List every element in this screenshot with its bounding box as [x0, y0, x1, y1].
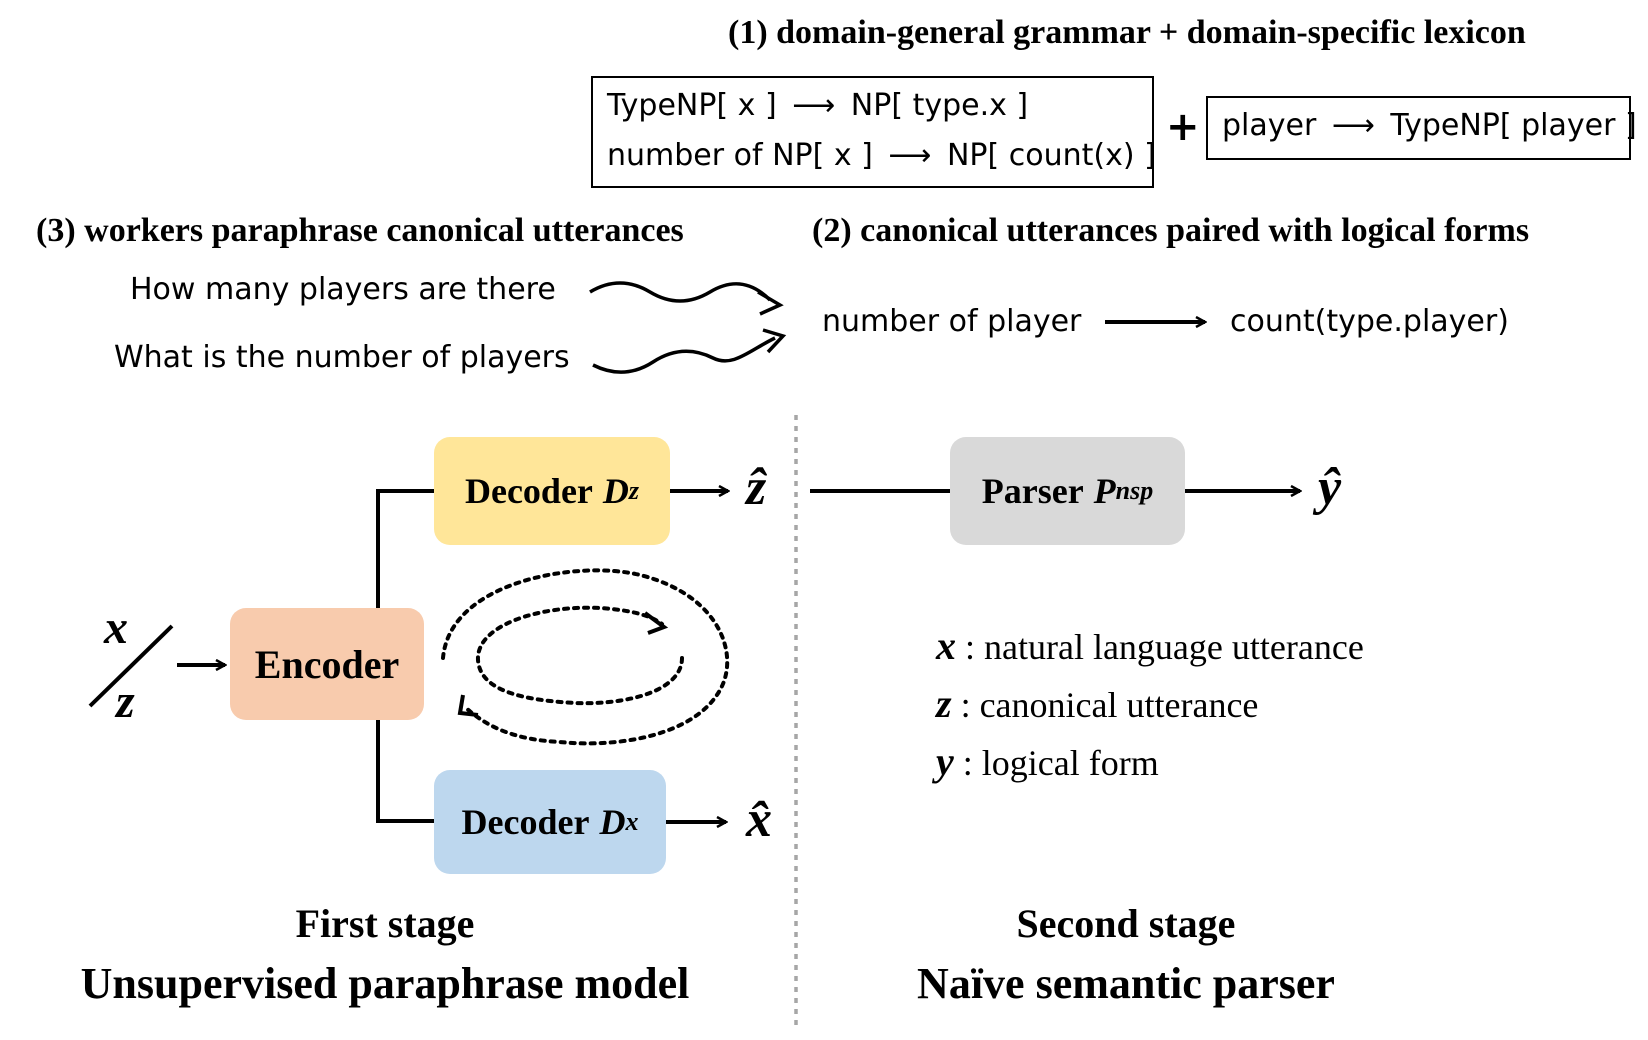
decoder-z-label: Decoder	[464, 471, 593, 511]
output-z-hat: ẑ	[746, 459, 767, 516]
step1-heading: (1) domain-general grammar + domain-spec…	[728, 14, 1526, 51]
paraphrase-1: How many players are there	[130, 272, 556, 307]
input-slash	[88, 624, 174, 708]
paraphrase-wave-arrow-1	[589, 281, 772, 303]
input-x-symbol: x	[104, 601, 128, 654]
legend-symbol-y: y	[936, 739, 954, 784]
paraphrase-2: What is the number of players	[114, 340, 570, 375]
encoder-to-decoder-x-line	[376, 720, 434, 823]
first-stage-title: First stage	[295, 901, 475, 946]
logical-form: count(type.player)	[1230, 304, 1509, 339]
paraphrase-wave-arrow-1-head	[757, 290, 784, 316]
lexicon-rule-box: player ⟶ TypeNP[ player ]	[1206, 96, 1637, 160]
paraphrase-wave-arrow-2	[592, 336, 776, 374]
encoder-box: Encoder	[230, 608, 424, 720]
legend-symbol-z: z	[936, 681, 952, 726]
decoder-z-sub: z	[628, 476, 640, 505]
grammar-rule-2-lhs: number of NP[ x ]	[607, 138, 873, 173]
lexicon-rule: player ⟶ TypeNP[ player ]	[1222, 108, 1637, 143]
cycle-outer-dotted-arrow	[441, 568, 730, 746]
grammar-rule-1-lhs: TypeNP[ x ]	[607, 88, 777, 123]
legend-item-z: z : canonical utterance	[936, 680, 1258, 727]
lexicon-rule-rhs: TypeNP[ player ]	[1390, 108, 1637, 143]
step2-heading: (2) canonical utterances paired with log…	[812, 212, 1530, 249]
cycle-inner-arrowhead	[643, 611, 669, 635]
second-stage-title: Second stage	[1016, 901, 1236, 946]
decoder-x-var: D	[599, 802, 626, 842]
output-x-hat: x̂	[746, 791, 772, 848]
canonical-utterance: number of player	[822, 304, 1082, 339]
grammar-rule-1-rhs: NP[ type.x ]	[850, 88, 1029, 123]
legend-item-y: y : logical form	[936, 738, 1159, 785]
rule-arrow-icon: ⟶	[888, 138, 932, 173]
rule-arrow-icon: ⟶	[792, 88, 836, 123]
plus-sign: +	[1166, 104, 1200, 150]
parser-sub: nsp	[1115, 476, 1154, 505]
encoder-to-decoder-z-line	[376, 489, 434, 608]
legend-item-x: x : natural language utterance	[936, 622, 1364, 669]
encoder-label: Encoder	[254, 641, 400, 687]
decoder-x-sub: x	[625, 807, 639, 836]
grammar-rule-2: number of NP[ x ] ⟶ NP[ count(x) ]	[607, 138, 1156, 173]
paraphrase-wave-arrow-2-head	[762, 328, 787, 354]
decoder-x-label: Decoder	[461, 802, 590, 842]
rule-arrow-icon: ⟶	[1331, 108, 1375, 143]
cycle-outer-arrowhead	[457, 694, 479, 717]
parser-label: Parser	[981, 471, 1084, 511]
cycle-inner-dotted-arrow	[475, 605, 684, 706]
grammar-rule-1: TypeNP[ x ] ⟶ NP[ type.x ]	[607, 88, 1028, 123]
step3-heading: (3) workers paraphrase canonical utteran…	[36, 212, 684, 249]
lexicon-rule-lhs: player	[1222, 108, 1317, 143]
parser-var: P	[1093, 471, 1116, 511]
second-stage-subtitle: Naïve semantic parser	[917, 959, 1335, 1008]
legend-text-z: : canonical utterance	[960, 685, 1259, 725]
grammar-rules-box: TypeNP[ x ] ⟶ NP[ type.x ] number of NP[…	[591, 76, 1156, 188]
decoder-z-var: D	[602, 471, 629, 511]
legend-text-y: : logical form	[962, 743, 1159, 783]
legend-text-x: : natural language utterance	[965, 627, 1364, 667]
legend-symbol-x: x	[936, 623, 956, 668]
output-y-hat: ŷ	[1318, 459, 1342, 516]
first-stage-subtitle: Unsupervised paraphrase model	[80, 959, 690, 1008]
grammar-rule-2-rhs: NP[ count(x) ]	[946, 138, 1156, 173]
input-z-symbol: z	[116, 675, 135, 728]
